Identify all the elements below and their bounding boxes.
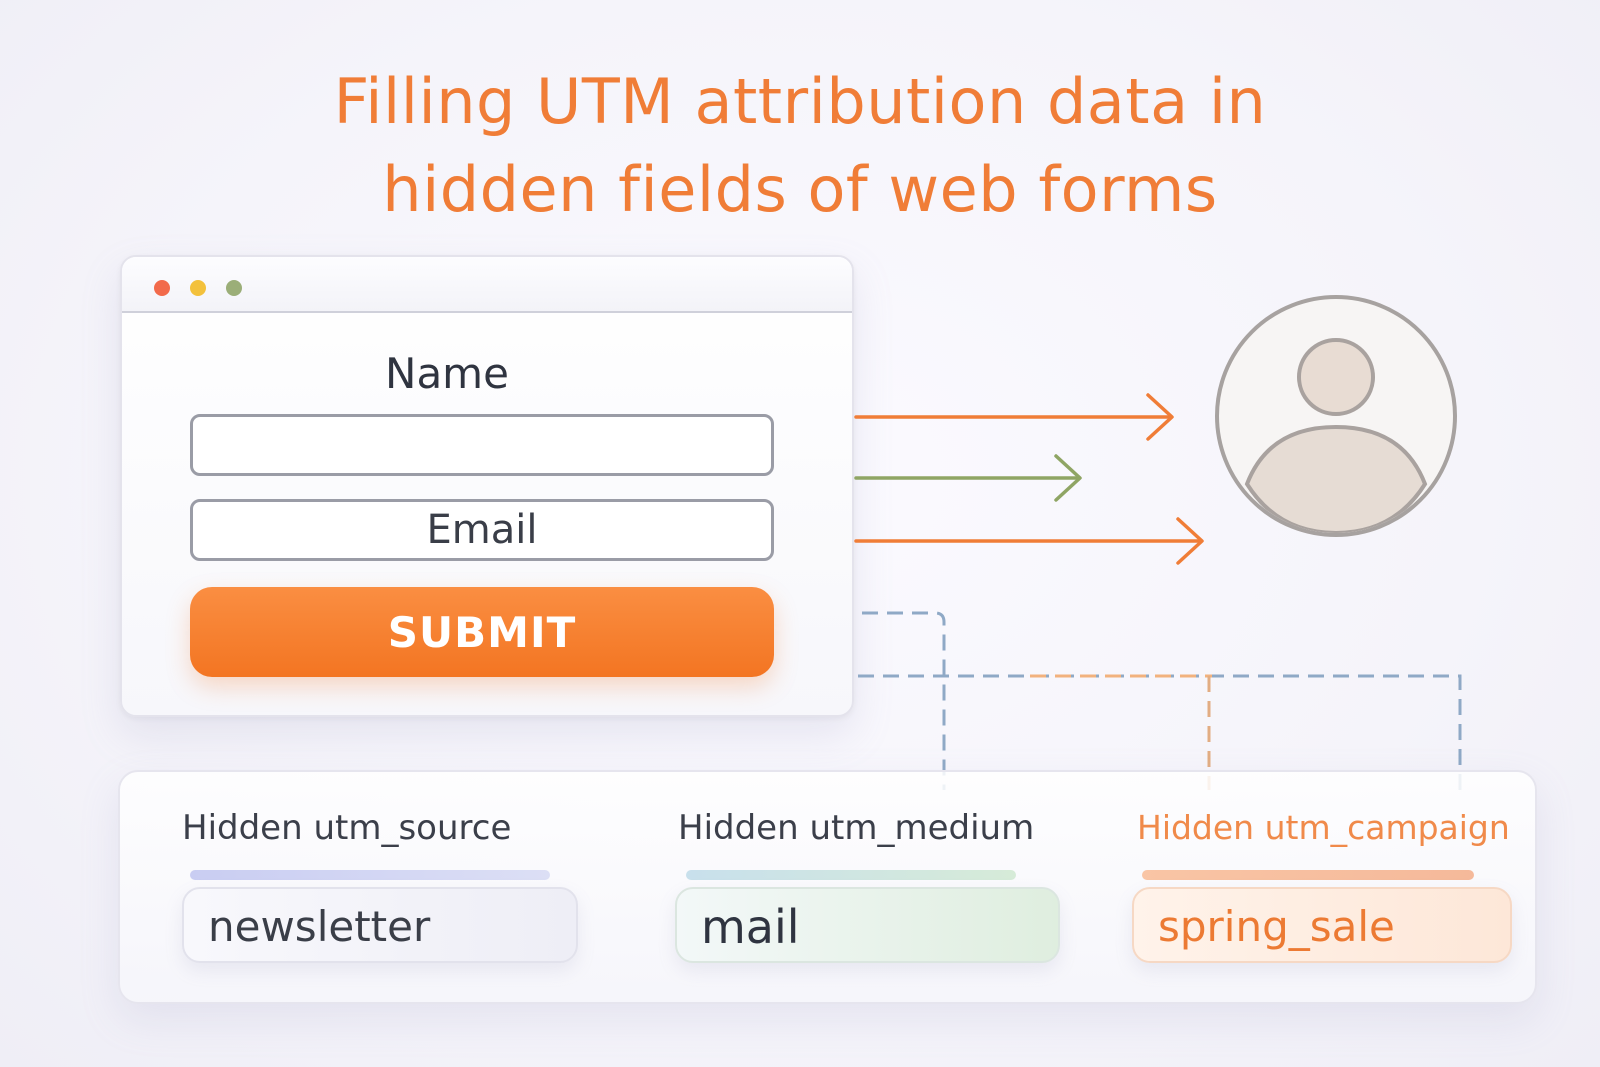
maximize-dot-icon[interactable] <box>226 280 242 296</box>
utm-source-label: Hidden utm_source <box>182 808 512 848</box>
arrow-middle <box>854 454 1082 502</box>
utm-campaign-label: Hidden utm_campaign <box>1137 808 1510 847</box>
utm-medium-accent <box>686 870 1016 880</box>
minimize-dot-icon[interactable] <box>190 280 206 296</box>
utm-source-field[interactable]: newsletter <box>182 887 578 963</box>
utm-campaign-field[interactable]: spring_sale <box>1132 887 1512 963</box>
user-avatar-icon <box>1215 295 1457 537</box>
name-field[interactable] <box>190 414 774 476</box>
arrow-top <box>854 393 1174 441</box>
diagram-title: Filling UTM attribution data in hidden f… <box>0 58 1600 234</box>
web-form-window: Name Email SUBMIT <box>120 255 854 717</box>
name-label: Name <box>385 349 509 398</box>
dashed-connectors <box>858 611 1462 790</box>
utm-campaign-accent <box>1142 870 1474 880</box>
arrow-bottom <box>854 517 1204 565</box>
utm-medium-label: Hidden utm_medium <box>678 808 1035 848</box>
submit-button[interactable]: SUBMIT <box>190 587 774 677</box>
hidden-fields-panel: Hidden utm_source Hidden utm_medium Hidd… <box>118 770 1537 1004</box>
close-dot-icon[interactable] <box>154 280 170 296</box>
email-field[interactable]: Email <box>190 499 774 561</box>
browser-title-bar <box>122 257 852 313</box>
utm-source-accent <box>190 870 550 880</box>
utm-medium-field[interactable]: mail <box>675 887 1060 963</box>
title-line-2: hidden fields of web forms <box>382 153 1218 226</box>
title-line-1: Filling UTM attribution data in <box>333 65 1267 138</box>
